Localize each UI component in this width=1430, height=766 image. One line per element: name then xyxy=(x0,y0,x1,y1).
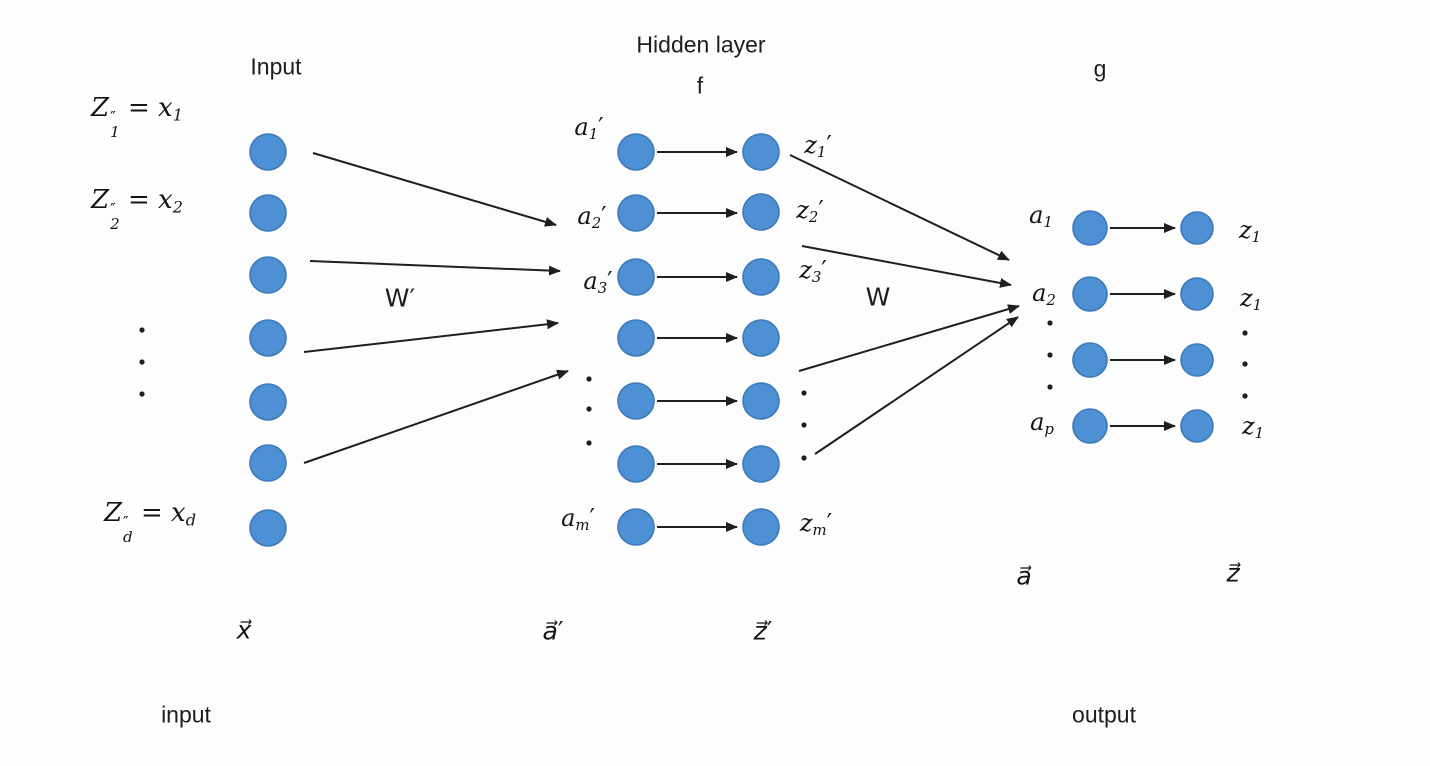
edge-input-to-hidden-4 xyxy=(303,369,569,464)
label-input-eq-1: Z″1 = x1 xyxy=(91,93,183,141)
label-hidden-z1: z1′ xyxy=(804,130,832,162)
output-left-node-2 xyxy=(1072,276,1108,312)
output-left-ellipsis xyxy=(1047,320,1053,326)
edge-hidden-to-output-4 xyxy=(814,316,1019,455)
label-output-a1: a1 xyxy=(1029,200,1053,232)
output-fn-label: g xyxy=(1093,55,1107,82)
label-output-a2: a2 xyxy=(1032,278,1056,310)
hidden-left-node-5 xyxy=(617,382,655,420)
label-output-z1-row2: z1 xyxy=(1239,283,1263,315)
label-vec-a: a⃗ xyxy=(1016,561,1032,591)
hidden-left-node-4 xyxy=(617,319,655,357)
input-ellipsis xyxy=(139,327,145,333)
output-left-ellipsis xyxy=(1047,352,1053,358)
hidden-right-ellipsis xyxy=(801,455,807,461)
output-left-ellipsis xyxy=(1047,384,1053,390)
input-ellipsis xyxy=(139,359,145,365)
hidden-left-ellipsis xyxy=(586,376,592,382)
label-vec-x: x⃗ xyxy=(236,615,252,645)
label-output-z1-row1: z1 xyxy=(1238,215,1262,247)
output-left-node-4 xyxy=(1072,408,1108,444)
hidden-right-node-7 xyxy=(742,508,780,546)
label-input-eq-d: Z″d = xd xyxy=(103,498,197,546)
input-node-1 xyxy=(249,133,287,171)
output-left-node-3 xyxy=(1072,342,1108,378)
input-node-3 xyxy=(249,256,287,294)
label-hidden-am: am′ xyxy=(561,503,595,535)
hidden-fn-label: f xyxy=(696,72,704,99)
hidden-right-ellipsis xyxy=(801,422,807,428)
label-output-ap: ap xyxy=(1030,407,1054,439)
hidden-right-ellipsis xyxy=(801,390,807,396)
input-node-2 xyxy=(249,194,287,232)
label-hidden-z3: z3′ xyxy=(799,255,827,287)
hidden-right-node-2 xyxy=(742,193,780,231)
label-vec-z-prime: z⃗′ xyxy=(753,616,773,646)
hidden-left-node-7 xyxy=(617,508,655,546)
output-right-node-3 xyxy=(1180,343,1214,377)
footer-output-label: output xyxy=(1072,701,1136,728)
weights-w-label: W xyxy=(865,282,891,312)
output-right-node-2 xyxy=(1180,277,1214,311)
label-vec-a-prime: a⃗′ xyxy=(542,616,564,646)
label-input-eq-2: Z″2 = x2 xyxy=(91,185,183,233)
input-ellipsis xyxy=(139,391,145,397)
output-right-ellipsis xyxy=(1242,330,1248,336)
edge-hidden-to-output-1 xyxy=(789,154,1010,261)
hidden-left-ellipsis xyxy=(586,440,592,446)
weights-w-prime-label: W′ xyxy=(384,283,416,313)
label-hidden-zm: zm′ xyxy=(799,508,833,540)
output-right-ellipsis xyxy=(1242,361,1248,367)
label-output-z1-row4: z1 xyxy=(1241,411,1265,443)
output-right-node-1 xyxy=(1180,211,1214,245)
hidden-right-node-1 xyxy=(742,133,780,171)
label-hidden-a3: a3′ xyxy=(583,266,613,298)
hidden-left-node-2 xyxy=(617,194,655,232)
label-hidden-z2: z2′ xyxy=(796,195,824,227)
neuron-nodes xyxy=(249,133,1214,547)
output-right-node-4 xyxy=(1180,409,1214,443)
input-column-header: Input xyxy=(250,53,302,80)
input-node-4 xyxy=(249,319,287,357)
hidden-right-node-5 xyxy=(742,382,780,420)
output-left-node-1 xyxy=(1072,210,1108,246)
hidden-layer-header: Hidden layer xyxy=(636,31,766,58)
edge-input-to-hidden-3 xyxy=(303,319,559,353)
hidden-left-node-6 xyxy=(617,445,655,483)
output-right-ellipsis xyxy=(1242,393,1248,399)
hidden-left-node-3 xyxy=(617,258,655,296)
edge-input-to-hidden-2 xyxy=(309,260,561,276)
edge-hidden-to-output-3 xyxy=(798,304,1020,372)
ellipsis-dots xyxy=(139,320,1248,461)
hidden-left-node-1 xyxy=(617,133,655,171)
hidden-left-ellipsis xyxy=(586,406,592,412)
label-vec-z: z⃗ xyxy=(1226,558,1240,588)
edge-input-to-hidden-1 xyxy=(312,152,557,227)
input-node-6 xyxy=(249,444,287,482)
hidden-right-node-3 xyxy=(742,258,780,296)
input-node-5 xyxy=(249,383,287,421)
label-hidden-a2: a2′ xyxy=(577,201,607,233)
label-hidden-a1: a1′ xyxy=(574,112,604,144)
footer-input-label: input xyxy=(161,701,211,728)
hidden-right-node-6 xyxy=(742,445,780,483)
hidden-right-node-4 xyxy=(742,319,780,357)
edge-hidden-to-output-2 xyxy=(801,245,1012,288)
input-node-7 xyxy=(249,509,287,547)
edge-lines xyxy=(303,147,1176,532)
